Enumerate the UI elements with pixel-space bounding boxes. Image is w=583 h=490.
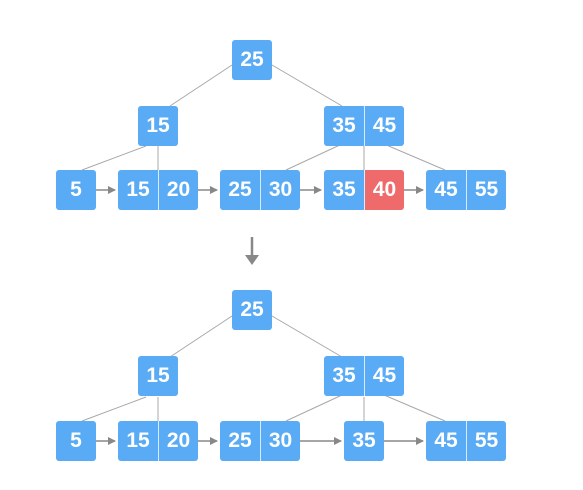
after-leaf-node: 35: [344, 421, 384, 461]
after-leaf-node: 25 30: [220, 421, 300, 461]
after-internal-node-left: 15: [138, 356, 178, 396]
tree-edge: [271, 64, 343, 107]
before-leaf-node: 25 30: [220, 170, 300, 210]
highlighted-key-to-delete: 40: [364, 170, 404, 210]
before-root-node: 25: [232, 40, 272, 80]
after-leaf-node: 15 20: [118, 421, 198, 461]
key: 35: [324, 170, 364, 210]
key: 20: [158, 170, 198, 210]
tree-edge: [169, 315, 233, 358]
before-internal-node-right: 35 45: [324, 106, 404, 146]
key: 15: [118, 170, 158, 210]
before-leaf-node: 35 40: [324, 170, 404, 210]
arrow-down-icon: [245, 237, 259, 265]
tree-edge: [285, 143, 343, 171]
before-leaf-node: 15 20: [118, 170, 198, 210]
key: 15: [118, 421, 158, 461]
key: 25: [232, 40, 272, 80]
key: 35: [344, 421, 384, 461]
tree-edge: [81, 145, 147, 171]
before-internal-node-left: 15: [138, 106, 178, 146]
tree-edge: [81, 396, 147, 422]
after-leaf-node: 5: [56, 421, 96, 461]
tree-edge: [271, 315, 343, 358]
tree-edge: [169, 64, 233, 107]
key: 25: [220, 170, 260, 210]
key: 45: [364, 356, 404, 396]
before-leaf-node: 5: [56, 170, 96, 210]
after-internal-node-right: 35 45: [324, 356, 404, 396]
after-root-node: 25: [232, 290, 272, 330]
tree-edge: [383, 143, 446, 171]
key: 5: [56, 170, 96, 210]
key: 45: [426, 170, 466, 210]
key: 15: [138, 106, 178, 146]
key: 30: [260, 170, 300, 210]
after-leaf-node: 45 55: [426, 421, 506, 461]
key: 15: [138, 356, 178, 396]
key: 35: [324, 106, 364, 146]
key: 30: [260, 421, 300, 461]
key: 45: [364, 106, 404, 146]
key: 5: [56, 421, 96, 461]
key: 35: [324, 356, 364, 396]
key: 25: [232, 290, 272, 330]
tree-edge: [383, 394, 446, 422]
key: 55: [466, 421, 506, 461]
key: 55: [466, 170, 506, 210]
key: 45: [426, 421, 466, 461]
key: 20: [158, 421, 198, 461]
key: 25: [220, 421, 260, 461]
tree-edge: [285, 394, 343, 422]
before-leaf-node: 45 55: [426, 170, 506, 210]
